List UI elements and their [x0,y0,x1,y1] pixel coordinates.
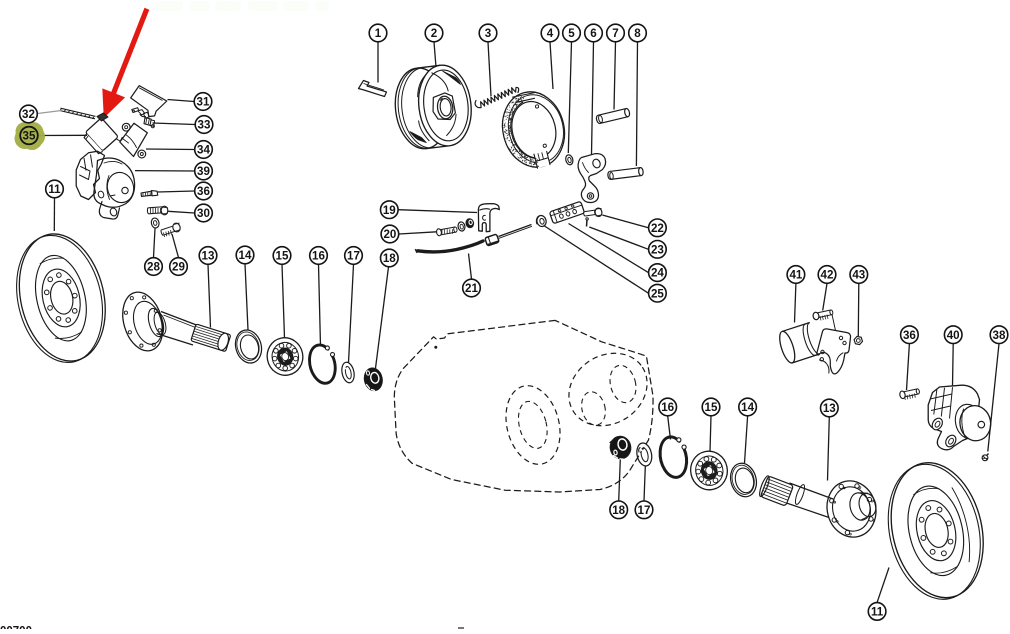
svg-text:17: 17 [638,504,651,517]
svg-text:22: 22 [651,222,664,235]
svg-text:16: 16 [312,250,325,263]
svg-text:4: 4 [547,27,554,40]
svg-text:30: 30 [197,207,210,220]
svg-text:36: 36 [197,185,210,198]
svg-text:11: 11 [871,606,884,619]
svg-text:15: 15 [705,401,718,414]
svg-text:32: 32 [22,108,35,121]
svg-text:11: 11 [48,183,61,196]
svg-text:35: 35 [23,130,36,143]
svg-text:13: 13 [823,402,836,415]
svg-text:8: 8 [634,27,641,40]
svg-text:6: 6 [590,27,597,40]
svg-text:7: 7 [612,27,618,40]
svg-text:19: 19 [383,204,396,217]
svg-text:33: 33 [198,119,211,132]
svg-text:24: 24 [651,267,664,280]
svg-text:40: 40 [947,329,960,342]
svg-text:1: 1 [375,27,382,40]
svg-text:5: 5 [568,27,575,40]
svg-text:29: 29 [172,261,185,274]
svg-text:17: 17 [347,250,360,263]
svg-text:42: 42 [821,269,834,282]
svg-text:43: 43 [852,269,865,282]
svg-text:36: 36 [903,329,916,342]
svg-text:13: 13 [202,250,215,263]
svg-text:25: 25 [651,287,664,300]
svg-text:28: 28 [147,261,160,274]
svg-text:20: 20 [383,228,396,241]
svg-text:39: 39 [197,165,210,178]
svg-text:41: 41 [789,269,802,282]
svg-text:34: 34 [197,144,210,157]
svg-text:2: 2 [431,27,437,40]
svg-text:3: 3 [485,27,492,40]
svg-text:14: 14 [741,401,754,414]
svg-text:14: 14 [239,249,252,262]
svg-text:21: 21 [465,282,478,295]
svg-text:15: 15 [276,250,289,263]
svg-text:23: 23 [651,243,664,256]
svg-text:38: 38 [993,329,1006,342]
svg-text:18: 18 [612,504,625,517]
svg-text:18: 18 [383,252,396,265]
svg-text:31: 31 [197,96,210,109]
svg-text:16: 16 [661,401,674,414]
svg-text:00700: 00700 [0,626,32,630]
